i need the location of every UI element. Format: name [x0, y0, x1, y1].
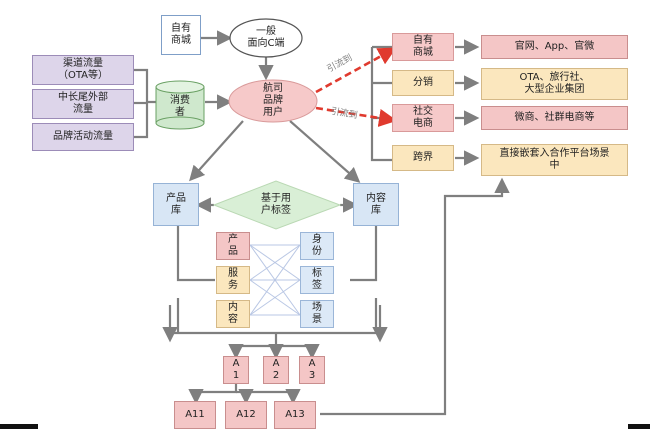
source-brand-event-traffic: 品牌活动流量	[32, 123, 134, 151]
user-tag-label: 基于用 户标签	[261, 193, 291, 216]
link-line	[249, 244, 301, 316]
general-c-label: 一般 面向C端	[247, 26, 285, 49]
source-channel-traffic: 渠道流量 （OTA等）	[32, 55, 134, 85]
channel-trunk	[370, 47, 392, 162]
product-down	[176, 226, 215, 282]
target-crossover: 直接嵌套入合作平台场景 中	[481, 144, 628, 176]
channel-own-mall: 自有 商城	[392, 33, 454, 61]
consumer-label: 消费 者	[170, 95, 190, 118]
bracket-sources	[134, 68, 156, 104]
target-distribution: OTA、旅行社、 大型企业集团	[481, 68, 628, 100]
link-line	[249, 244, 301, 281]
arrow-a13-to-platform	[320, 177, 510, 416]
item-product: 产 品	[216, 232, 250, 260]
airline-users-label: 航司 品牌 用户	[263, 83, 283, 118]
channel-social-ecommerce: 社交 电商	[392, 104, 454, 132]
node-a11: A11	[174, 401, 216, 429]
arrow-users-to-product	[189, 120, 244, 182]
consumer-cylinder	[155, 80, 205, 130]
node-a1: A 1	[223, 356, 249, 384]
item-content: 内 容	[216, 300, 250, 328]
own-mall-top-box: 自有 商城	[161, 15, 201, 55]
arrow-users-to-content	[289, 120, 361, 183]
target-own-mall: 官网、App、官微	[481, 35, 628, 59]
channel-distribution: 分销	[392, 70, 454, 96]
node-a2: A 2	[263, 356, 289, 384]
product-library: 产品 库	[153, 183, 199, 226]
node-a3: A 3	[299, 356, 325, 384]
source-long-tail-traffic: 中长尾外部 流量	[32, 89, 134, 119]
bottom-right-bar	[628, 424, 650, 429]
content-down	[350, 226, 378, 282]
user-tag-diamond	[212, 180, 342, 230]
airline-users-ellipse	[228, 79, 318, 123]
item-scene: 场 景	[300, 300, 334, 328]
bottom-left-bar	[0, 424, 38, 429]
item-identity: 身 份	[300, 232, 334, 260]
node-a13: A13	[274, 401, 316, 429]
dashed-arrow-to-social	[315, 106, 398, 127]
bracket-bottom	[134, 103, 149, 139]
item-tag: 标 签	[300, 266, 334, 294]
arrow-a13	[246, 389, 301, 405]
general-c-ellipse	[229, 18, 303, 58]
dashed-arrow-to-own-mall	[315, 47, 397, 94]
node-a12: A12	[225, 401, 267, 429]
link-line	[249, 279, 301, 316]
content-library: 内容 库	[353, 183, 399, 226]
arrow-a11	[188, 384, 238, 405]
channel-crossover: 跨界	[392, 145, 454, 171]
target-social-ecommerce: 微商、社群电商等	[481, 106, 628, 130]
item-service: 服 务	[216, 266, 250, 294]
